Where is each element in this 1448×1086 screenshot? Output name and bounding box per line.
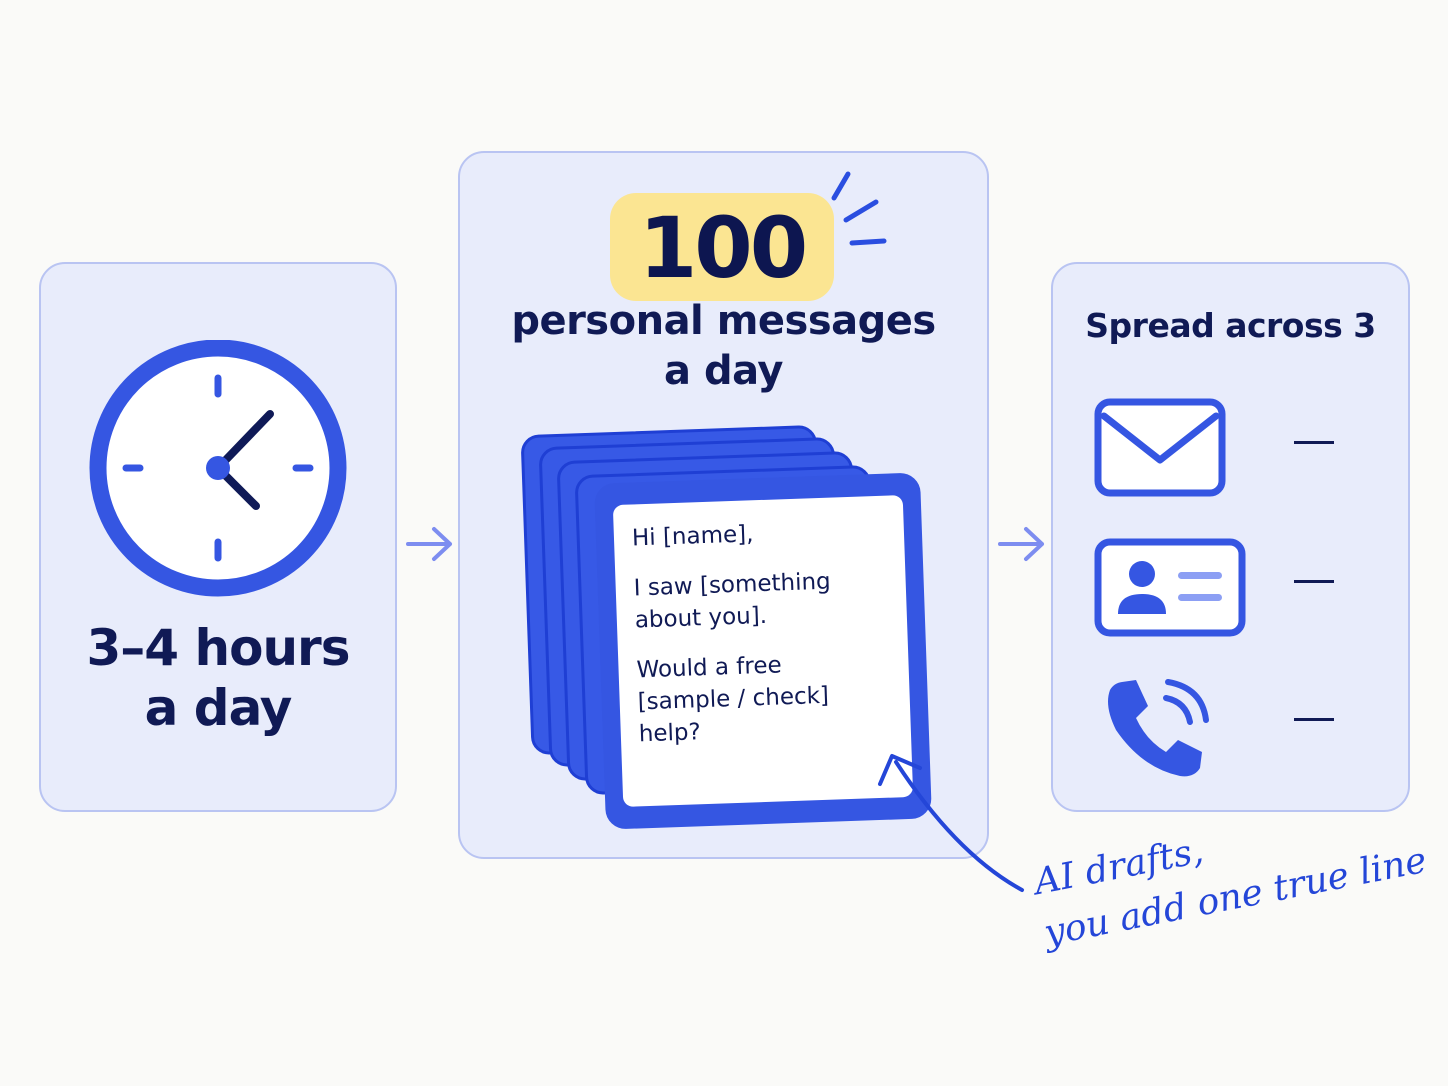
number-highlight	[610, 193, 834, 301]
message-line: I saw [something	[633, 568, 832, 602]
message-line: Would a free	[636, 652, 783, 684]
flow-arrow-icon	[998, 527, 1044, 561]
message-line: [sample / check]	[637, 682, 830, 716]
phone-icon	[1108, 679, 1209, 777]
channel-dash	[1294, 441, 1334, 444]
message-line: about you].	[634, 602, 768, 634]
message-text: Hi [name], I saw [something about you]. …	[612, 495, 914, 807]
hours-line: 3–4 hours	[86, 619, 351, 677]
sparkle-icon	[831, 171, 887, 246]
envelope-icon	[1094, 398, 1226, 497]
messages-line: a day	[664, 348, 783, 394]
messages-line: personal messages	[511, 298, 936, 344]
hours-label: 3–4 hours a day	[39, 618, 397, 738]
annotation-arrow-icon	[878, 754, 1024, 892]
channels-panel	[1051, 262, 1410, 812]
flow-arrow-icon	[406, 527, 452, 561]
channel-dash	[1294, 580, 1334, 583]
contact-card-icon	[1094, 538, 1246, 637]
message-count: 100	[638, 199, 808, 297]
channels-title: Spread across 3	[1085, 306, 1376, 345]
message-line: help?	[638, 719, 702, 748]
message-question: Would a free [sample / check] help?	[636, 645, 895, 750]
clock-icon	[89, 340, 347, 597]
message-greeting: Hi [name],	[631, 521, 754, 552]
hours-line: a day	[144, 679, 293, 737]
channel-dash	[1294, 718, 1334, 721]
messages-label: personal messages a day	[458, 296, 989, 396]
message-body: I saw [something about you].	[633, 564, 891, 637]
